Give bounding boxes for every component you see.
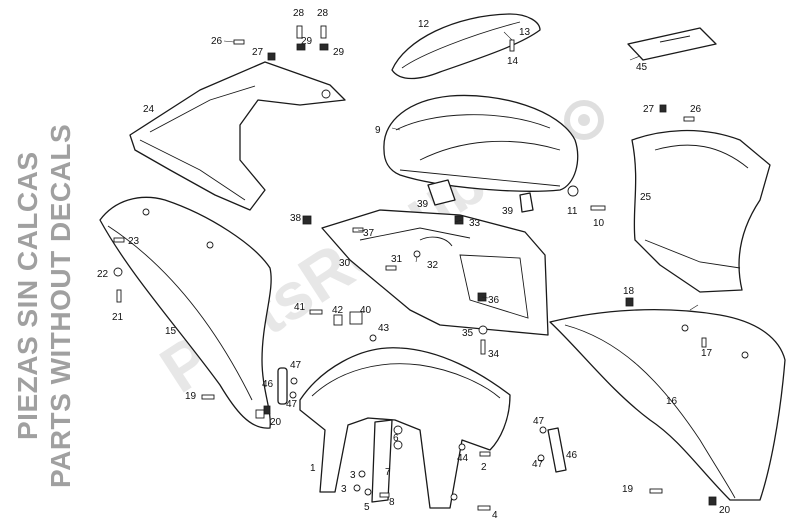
part-16-right-fairing: [549, 309, 786, 501]
callout-31: 31: [391, 254, 403, 265]
callout-42: 42: [332, 305, 344, 316]
callout-21: 21: [112, 312, 124, 323]
callout-37: 37: [363, 228, 375, 239]
callout-28-left: 28: [293, 8, 305, 19]
callout-12: 12: [418, 19, 430, 30]
callout-40: 40: [360, 305, 372, 316]
callout-41: 41: [294, 302, 306, 313]
callout-10: 10: [593, 218, 605, 229]
callout-47-lower-left: 47: [286, 399, 298, 410]
callout-27-right: 27: [643, 104, 655, 115]
part-12-tank-cover: [391, 13, 541, 80]
callout-45: 45: [636, 62, 648, 73]
part-39-rubber-block: [427, 179, 534, 213]
part-9-fuel-tank: [383, 94, 579, 192]
callout-28-right: 28: [317, 8, 329, 19]
callout-11: 11: [567, 206, 578, 217]
callout-3-upper: 3: [350, 470, 356, 481]
callout-23: 23: [128, 236, 140, 247]
callout-22: 22: [97, 269, 109, 280]
callout-3-lower: 3: [341, 484, 347, 495]
side-note-english: PARTS WITHOUT DECALS: [45, 124, 76, 488]
callout-35: 35: [462, 328, 474, 339]
callout-16: 16: [666, 396, 678, 407]
part-30-inner-fairing: [321, 209, 549, 336]
callout-33: 33: [469, 218, 481, 229]
part-15-left-fairing: [99, 196, 272, 429]
callout-26-right: 26: [690, 104, 702, 115]
callout-13: 13: [519, 27, 531, 38]
part-24-left-side-panel: [129, 61, 346, 211]
callout-15: 15: [165, 326, 177, 337]
callout-4: 4: [492, 510, 498, 521]
part-1-front-mudguard: [299, 347, 511, 509]
callout-7: 7: [385, 467, 391, 478]
leader-lines: [223, 31, 699, 311]
callout-18: 18: [623, 286, 635, 297]
callout-46-left: 46: [262, 379, 274, 390]
part-45-decal-sheet: [627, 27, 717, 61]
callout-44: 44: [457, 453, 469, 464]
callout-5: 5: [364, 502, 370, 513]
callout-25: 25: [640, 192, 652, 203]
callout-24: 24: [143, 104, 155, 115]
callout-47-lower-right: 47: [532, 459, 544, 470]
callout-26-left: 26: [211, 36, 223, 47]
callout-39-left: 39: [417, 199, 429, 210]
callout-9: 9: [375, 125, 381, 136]
callout-14: 14: [507, 56, 519, 67]
callout-27-left: 27: [252, 47, 264, 58]
callout-19-left: 19: [185, 391, 197, 402]
callout-labels: 1 2 3 3 4 5 6 7 8 9 10 11 12 13 14 15 16…: [97, 8, 731, 521]
callout-47-upper-right: 47: [533, 416, 545, 427]
callout-36: 36: [488, 295, 500, 306]
part-7-hose-guide: [371, 419, 393, 503]
callout-2: 2: [481, 462, 487, 473]
callout-46-right: 46: [566, 450, 578, 461]
callout-39-right: 39: [502, 206, 514, 217]
callout-8: 8: [389, 497, 395, 508]
side-note-spanish: PIEZAS SIN CALCAS: [12, 151, 43, 440]
callout-32: 32: [427, 260, 439, 271]
callout-17: 17: [701, 348, 713, 359]
callout-20-right: 20: [719, 505, 731, 516]
part-25-right-side-panel: [631, 129, 771, 293]
callout-29-upper: 29: [301, 36, 313, 47]
callout-29-lower: 29: [333, 47, 345, 58]
callout-34: 34: [488, 349, 500, 360]
watermark-logo: [564, 100, 604, 140]
callout-20-left: 20: [270, 417, 282, 428]
callout-19-right: 19: [622, 484, 634, 495]
callout-6: 6: [393, 433, 399, 444]
part-46-bracket-left: [277, 367, 288, 405]
callout-1: 1: [310, 463, 316, 474]
callout-38: 38: [290, 213, 302, 224]
callout-43: 43: [378, 323, 390, 334]
callout-47-upper-left: 47: [290, 360, 302, 371]
callout-30: 30: [339, 258, 351, 269]
part-46-bracket-right: [547, 427, 567, 473]
